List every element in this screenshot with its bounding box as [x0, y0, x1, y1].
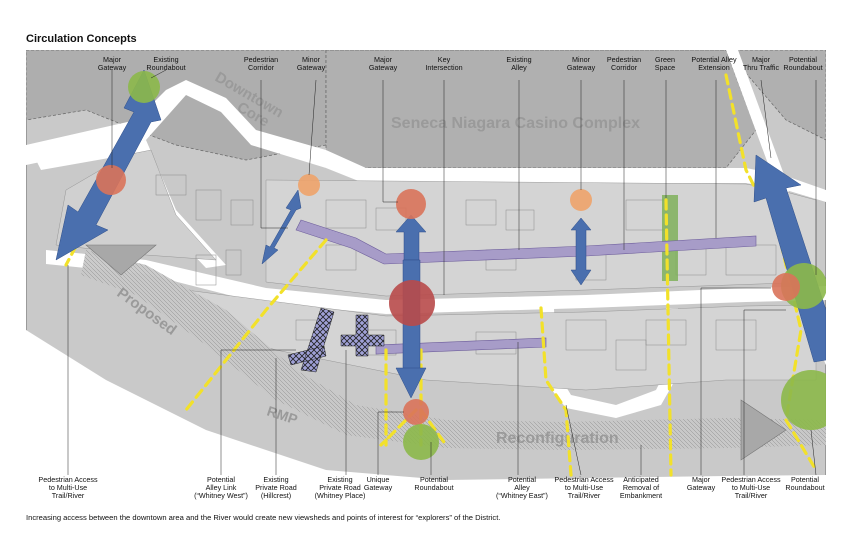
river-bank — [26, 330, 826, 496]
pedestrian-paths — [64, 73, 818, 477]
node-markers — [96, 71, 826, 460]
minor-gateway-marker-west — [298, 174, 320, 196]
alley-link-whitney-west — [287, 307, 335, 373]
street-upper — [26, 80, 826, 202]
leader-lines — [67, 69, 817, 476]
potential-roundabout-marker-river — [781, 370, 826, 430]
watermark-reconfiguration: Reconfiguration — [496, 430, 619, 447]
unique-gateway-marker — [403, 399, 429, 425]
minor-gateway-marker-east — [570, 189, 592, 211]
private-road-whitney-place — [340, 314, 385, 357]
major-gateway-marker-east — [772, 273, 800, 301]
circulation-map: Downtown Core Seneca Niagara Casino Comp… — [26, 50, 826, 496]
rmp-arrow-east — [740, 399, 787, 461]
watermark-casino: Seneca Niagara Casino Complex — [391, 115, 640, 132]
page-title: Circulation Concepts — [26, 33, 137, 45]
green-space-strip — [662, 195, 678, 281]
potential-roundabout-marker-south — [403, 424, 439, 460]
major-gateway-marker-center — [396, 189, 426, 219]
minor-gateway-arrow-west — [261, 189, 302, 265]
key-intersection-marker — [389, 280, 435, 326]
thru-traffic-arrow — [753, 154, 826, 363]
major-gateway-marker-west — [96, 165, 126, 195]
key-intersection-arrow-south — [395, 367, 427, 399]
existing-roundabout-marker — [128, 71, 160, 103]
minor-gateway-arrow-east — [570, 217, 592, 286]
rmp-arrow-west — [85, 244, 157, 276]
figure-caption: Increasing access between the downtown a… — [26, 513, 501, 522]
major-gateway-arrow-west — [55, 69, 162, 261]
